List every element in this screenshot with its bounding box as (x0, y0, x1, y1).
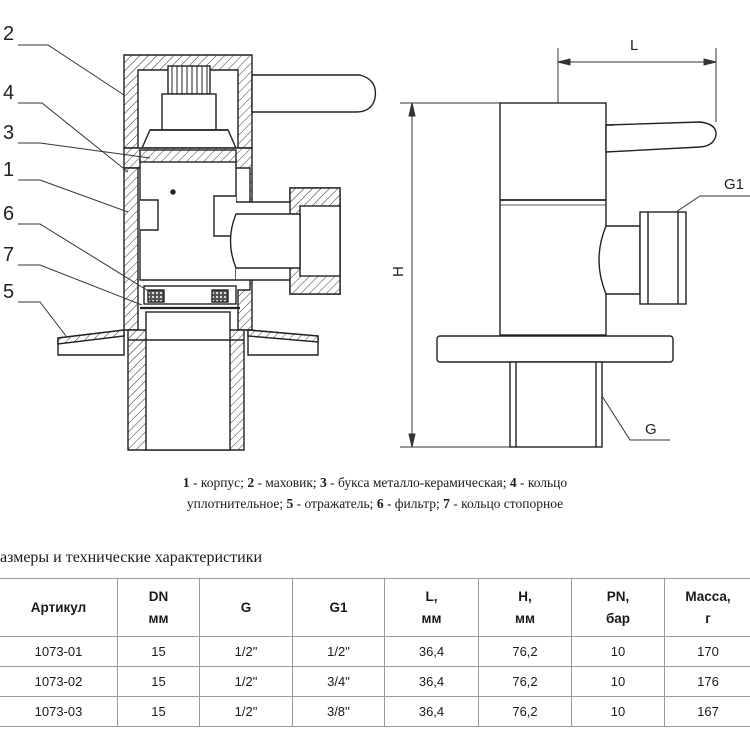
legend-num: 5 (286, 496, 294, 511)
legend-num: 6 (376, 496, 384, 511)
header-h: H,мм (478, 578, 572, 637)
header-g1: G1 (292, 578, 385, 637)
legend-text: - маховик; (254, 475, 321, 490)
legend-text: - кольцо стопорное (449, 496, 564, 511)
legend-num: 2 (247, 475, 255, 490)
cell-mass: 170 (664, 636, 750, 667)
callout-6: 6 (3, 203, 14, 225)
cell-dn: 15 (117, 636, 200, 667)
section-view (57, 54, 377, 451)
cell-mass: 176 (664, 666, 750, 697)
cell-pn: 10 (571, 696, 665, 727)
legend-text: - букса металло-керамическая; (326, 475, 510, 490)
legend-num: 1 (182, 475, 190, 490)
legend-text: - кольцо (516, 475, 568, 490)
legend-text: - отражатель; (293, 496, 377, 511)
exterior-flange (436, 335, 674, 363)
callout-5: 5 (3, 281, 14, 303)
dimension-lines (400, 48, 750, 448)
callout-7: 7 (3, 244, 14, 266)
header-l: L,мм (384, 578, 479, 637)
cell-pn: 10 (571, 636, 665, 667)
cell-g: 1/2" (199, 636, 293, 667)
callout-3: 3 (3, 122, 14, 144)
legend-line-2: уплотнительное; 5 - отражатель; 6 - филь… (60, 493, 690, 514)
table-row: 1073-03 15 1/2" 3/8'' 36,4 76,2 10 167 (0, 696, 750, 727)
legend-num: 4 (509, 475, 517, 490)
table-row: 1073-02 15 1/2" 3/4" 36,4 76,2 10 176 (0, 666, 750, 697)
header-g: G (199, 578, 293, 637)
cell-g: 1/2" (199, 696, 293, 727)
header-article: Артикул (0, 578, 118, 637)
dimension-h-label: H (390, 266, 407, 277)
legend-text: уплотнительное; (186, 496, 287, 511)
dimension-l-label: L (630, 37, 638, 54)
cell-g1: 3/8'' (292, 696, 385, 727)
header-mass: Масса,г (664, 578, 750, 637)
cell-dn: 15 (117, 666, 200, 697)
legend-text: - фильтр; (383, 496, 444, 511)
cell-article: 1073-01 (0, 636, 118, 667)
callout-leaders (18, 44, 151, 337)
valve-technical-drawing: 2 4 3 1 6 7 5 L H (3, 23, 750, 451)
dimension-g1-label: G1 (724, 176, 744, 193)
table-row: 1073-01 15 1/2" 1/2" 36,4 76,2 10 170 (0, 636, 750, 667)
callout-1: 1 (3, 159, 14, 181)
legend-line-1: 1 - корпус; 2 - маховик; 3 - букса метал… (60, 472, 690, 493)
legend-num: 7 (443, 496, 450, 511)
section-title: азмеры и технические характеристики (0, 549, 263, 566)
exterior-body (499, 102, 607, 336)
cell-article: 1073-03 (0, 696, 118, 727)
cell-dn: 15 (117, 696, 200, 727)
exterior-spigot (509, 361, 603, 448)
legend-text: - корпус; (189, 475, 248, 490)
cell-g: 1/2" (199, 666, 293, 697)
header-pn: PN,бар (571, 578, 665, 637)
cell-l: 36,4 (384, 696, 479, 727)
exterior-view (436, 102, 717, 448)
exterior-outlet (639, 211, 687, 305)
callout-2: 2 (3, 23, 14, 45)
callout-4: 4 (3, 82, 14, 104)
exterior-lever (605, 121, 717, 153)
cell-h: 76,2 (478, 696, 572, 727)
cell-h: 76,2 (478, 636, 572, 667)
lever-handle (251, 74, 377, 113)
parts-legend: 1 - корпус; 2 - маховик; 3 - букса метал… (60, 472, 690, 514)
cell-h: 76,2 (478, 666, 572, 697)
legend-num: 3 (320, 475, 327, 490)
cell-article: 1073-02 (0, 666, 118, 697)
cell-mass: 167 (664, 696, 750, 727)
cell-pn: 10 (571, 666, 665, 697)
cell-g1: 3/4" (292, 666, 385, 697)
cell-l: 36,4 (384, 666, 479, 697)
dimension-g-label: G (645, 421, 657, 438)
spindle-head (167, 65, 211, 95)
cell-l: 36,4 (384, 636, 479, 667)
cell-g1: 1/2" (292, 636, 385, 667)
